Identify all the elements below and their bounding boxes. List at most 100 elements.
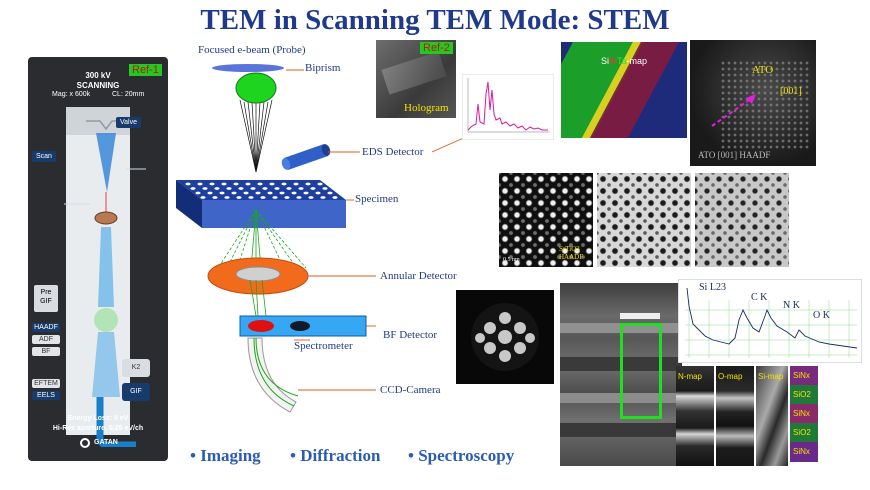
- eds-label: EDS Detector: [362, 146, 424, 158]
- layer-composite: SiNx SiO2 SiNx SiO2 SiNx: [790, 366, 818, 462]
- ok-label: O K: [813, 310, 830, 321]
- hologram-image: Ref-2 Hologram: [376, 40, 456, 118]
- eds-map-image: SiAlTa-map: [561, 42, 687, 138]
- k2-button[interactable]: K2: [122, 359, 150, 377]
- pre-gif-line1: Pre: [40, 289, 52, 296]
- specimen-hole: [197, 182, 203, 186]
- energy-loss-readout: Energy Loss: 0 eV: [67, 415, 129, 422]
- specimen-hole: [317, 182, 323, 186]
- valve-button[interactable]: Valve: [116, 117, 141, 128]
- specimen-holes: [185, 182, 338, 199]
- specimen-hole: [262, 187, 268, 190]
- specimen-hole: [269, 182, 275, 186]
- eftem-button[interactable]: EFTEM: [32, 379, 60, 388]
- o-map-image: O-map: [716, 366, 754, 466]
- aperture-readout: Hi-Res aperture, 0.25 eV/ch: [52, 425, 144, 432]
- specimen-hole: [332, 196, 338, 199]
- specimen-hole: [281, 182, 287, 186]
- spectrometer-shape: [247, 337, 297, 413]
- annular-label: Annular Detector: [380, 270, 457, 282]
- biprism-shape: [212, 64, 284, 72]
- spectrometer-ray-1: [253, 337, 295, 407]
- eds-detector-shape: [281, 144, 331, 170]
- hologram-label: Hologram: [404, 102, 449, 114]
- layer-sinx-1: [790, 366, 818, 385]
- layer-label-2: SiO2: [793, 390, 811, 399]
- eels-spectrum-line: [686, 287, 858, 349]
- haadf-lattice-label: SrTiO3 HAADF: [559, 245, 584, 261]
- ck-label: C K: [751, 292, 768, 303]
- specimen-hole: [238, 187, 244, 190]
- adf-button[interactable]: ADF: [32, 335, 60, 344]
- ref-2-badge: Ref-2: [420, 42, 453, 54]
- specimen-hole: [260, 196, 266, 199]
- roi-top-bar: [620, 313, 660, 319]
- specimen-hole: [231, 191, 237, 195]
- bf-button[interactable]: BF: [32, 347, 60, 356]
- specimen-hole: [257, 182, 263, 186]
- pre-gif-button[interactable]: Pre GIF: [34, 285, 58, 312]
- specimen-label: Specimen: [355, 193, 399, 205]
- eels-button[interactable]: EELS: [32, 391, 60, 400]
- layered-stem-image: [560, 283, 682, 466]
- specimen-hole: [310, 187, 316, 190]
- diffraction-pattern-image: [456, 290, 554, 384]
- specimen-hole: [209, 182, 215, 186]
- bf-detector-label: BF Detector: [383, 329, 438, 341]
- specimen-hole: [226, 187, 232, 190]
- eels-svg: [685, 287, 858, 358]
- abf-lattice-image: [597, 173, 691, 267]
- mode-label: SCANNING: [76, 81, 120, 90]
- gatan-brand: GATAN: [94, 439, 118, 446]
- eds-spectrum-line: [467, 81, 548, 131]
- roi-box[interactable]: [620, 323, 662, 419]
- ref-1-badge: Ref-1: [129, 64, 162, 76]
- layer-label-1: SiNx: [793, 371, 810, 380]
- bullet-imaging: • Imaging: [190, 446, 261, 465]
- kv-label: 300 kV: [85, 71, 111, 80]
- beam-lower: [98, 227, 114, 307]
- specimen-grid: [94, 211, 118, 225]
- specimen-hole: [315, 191, 321, 195]
- spectrometer-label: Spectrometer: [294, 340, 353, 352]
- o-map-label: O-map: [718, 372, 743, 381]
- specimen-hole: [274, 187, 280, 190]
- specimen-hole: [267, 191, 273, 195]
- probe-label: Focused e-beam (Probe): [198, 44, 306, 56]
- specimen-hole: [214, 187, 220, 190]
- mag-label: Mag: x 600k: [52, 91, 91, 98]
- diffraction-svg: [471, 303, 539, 371]
- spectrometer-ray-2: [255, 337, 299, 397]
- specimen-hole: [272, 196, 278, 199]
- gif-button[interactable]: GIF: [122, 383, 150, 401]
- annular-hole: [235, 266, 281, 282]
- layer-label-4: SiO2: [793, 428, 811, 437]
- specimen-hole: [305, 182, 311, 186]
- column-svg: [64, 120, 146, 447]
- specimen-hole: [293, 182, 299, 186]
- eels-spectrum: Si L23 C K N K O K: [678, 279, 862, 363]
- specimen-hole: [303, 191, 309, 195]
- gatan-logo-icon: [80, 438, 90, 448]
- specimen-hole: [245, 182, 251, 186]
- layer-label-5: SiNx: [793, 447, 810, 456]
- stem-schematic: [176, 64, 469, 413]
- beam-cone: [96, 133, 116, 192]
- haadf-button[interactable]: HAADF: [32, 323, 60, 332]
- specimen-hole: [202, 187, 208, 190]
- map-suffix: -map: [626, 56, 648, 66]
- specimen-hole: [233, 182, 239, 186]
- cl-label: CL: 20mm: [112, 91, 145, 98]
- specimen-hole: [207, 191, 213, 195]
- specimen-hole: [250, 187, 256, 190]
- specimen-hole: [236, 196, 242, 199]
- ta-label: Ta: [617, 56, 627, 66]
- specimen-hole: [308, 196, 314, 199]
- pre-gif-line2: GIF: [40, 298, 52, 305]
- scan-button[interactable]: Scan: [32, 151, 56, 162]
- probe-lens: [235, 72, 277, 104]
- gif-elbow: [96, 397, 136, 447]
- specimen-hole: [298, 187, 304, 190]
- n-map-label: N-map: [678, 372, 703, 381]
- specimen-hole: [327, 191, 333, 195]
